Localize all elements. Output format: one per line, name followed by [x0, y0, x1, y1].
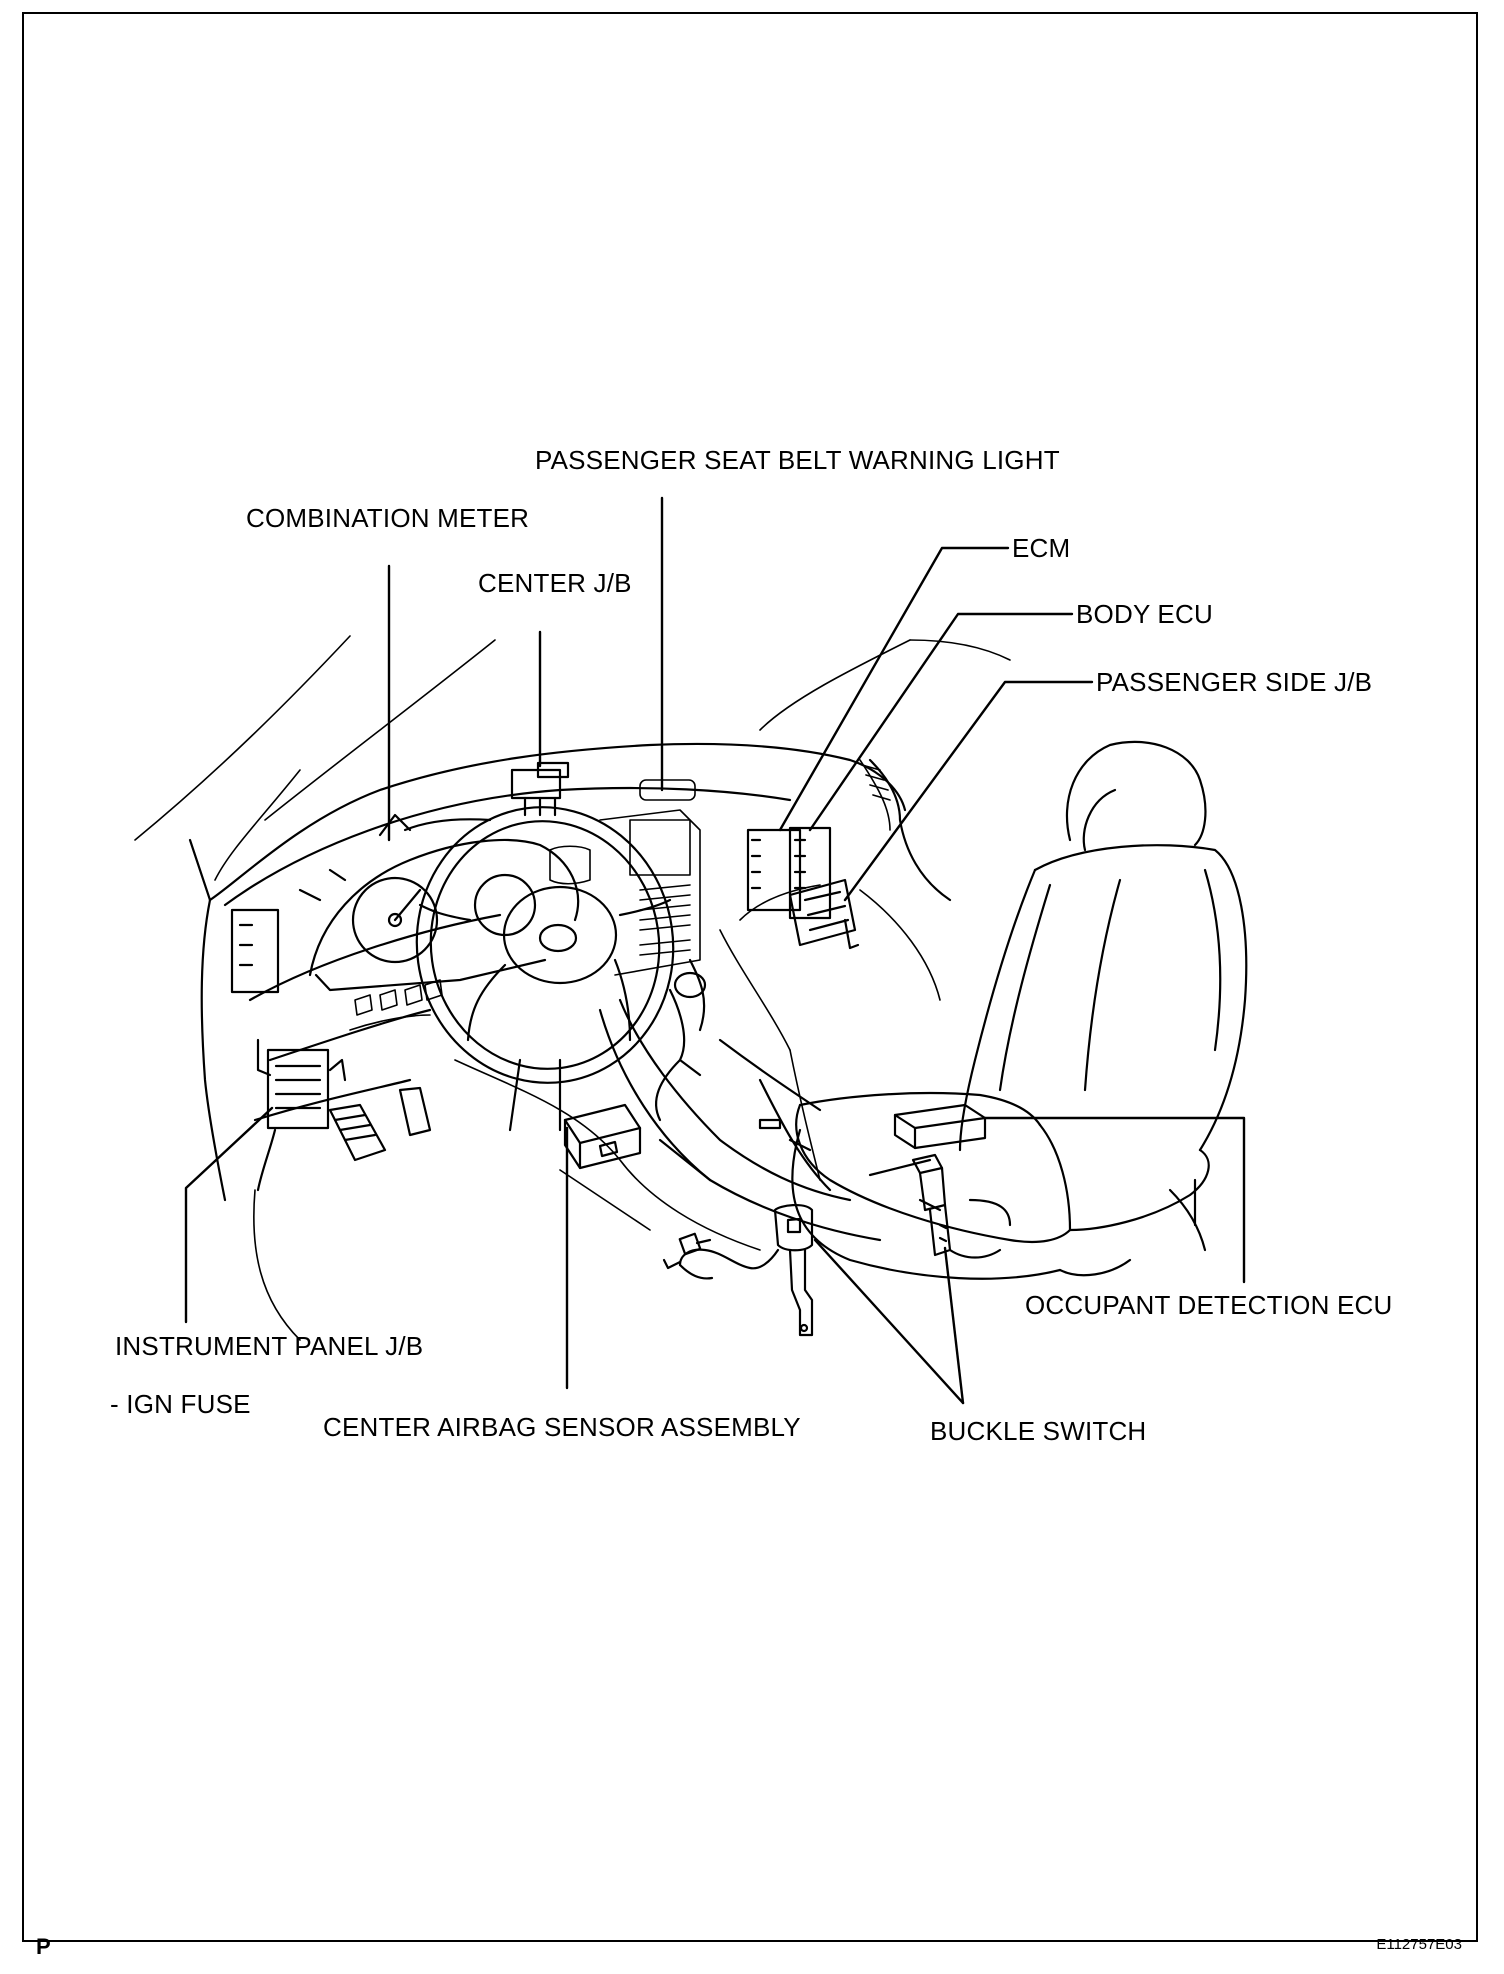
label-combination-meter: COMBINATION METER [246, 503, 530, 533]
combination-meter-illustration [298, 813, 580, 992]
windshield-lines [134, 635, 1011, 881]
page-mark: P [36, 1934, 51, 1959]
label-instrument-panel-jb: INSTRUMENT PANEL J/B [115, 1331, 424, 1361]
center-airbag-sensor-illustration [563, 1103, 642, 1170]
leader-lines [184, 496, 1246, 1405]
center-stack-illustration [549, 779, 701, 976]
pedals-illustration [328, 1086, 432, 1162]
label-ign-fuse: - IGN FUSE [110, 1389, 251, 1419]
label-center-jb: CENTER J/B [478, 568, 632, 598]
body-ecu-box-illustration [788, 826, 832, 920]
label-body-ecu: BODY ECU [1076, 599, 1213, 629]
passenger-side-jb-illustration [788, 878, 860, 950]
seat-buckle-illustration [868, 1153, 1012, 1259]
occupant-detection-ecu-illustration [893, 1103, 987, 1150]
label-ecm: ECM [1012, 533, 1071, 563]
floor-outline [253, 1059, 761, 1341]
center-jb-illustration [510, 761, 570, 817]
label-occupant-detection-ecu: OCCUPANT DETECTION ECU [1025, 1290, 1393, 1320]
label-center-airbag-sensor-assembly: CENTER AIRBAG SENSOR ASSEMBLY [323, 1412, 801, 1442]
passenger-seat-illustration [791, 740, 1248, 1280]
figure-code: E112757E03 [1376, 1936, 1462, 1953]
driver-switch-panel-illustration [349, 979, 443, 1031]
center-console-illustration [598, 958, 882, 1242]
label-buckle-switch: BUCKLE SWITCH [930, 1416, 1147, 1446]
passenger-dash-illustration [719, 759, 941, 1181]
diagram-frame [22, 12, 1478, 1942]
label-passenger-side-jb: PASSENGER SIDE J/B [1096, 667, 1373, 697]
label-passenger-seat-belt-warning-light: PASSENGER SEAT BELT WARNING LIGHT [535, 445, 1060, 475]
instrument-panel-jb-illustration [230, 908, 347, 1192]
buckle-switch-illustration [662, 1204, 814, 1337]
dashboard-outline [188, 742, 952, 1202]
ecm-box-illustration [746, 828, 802, 912]
